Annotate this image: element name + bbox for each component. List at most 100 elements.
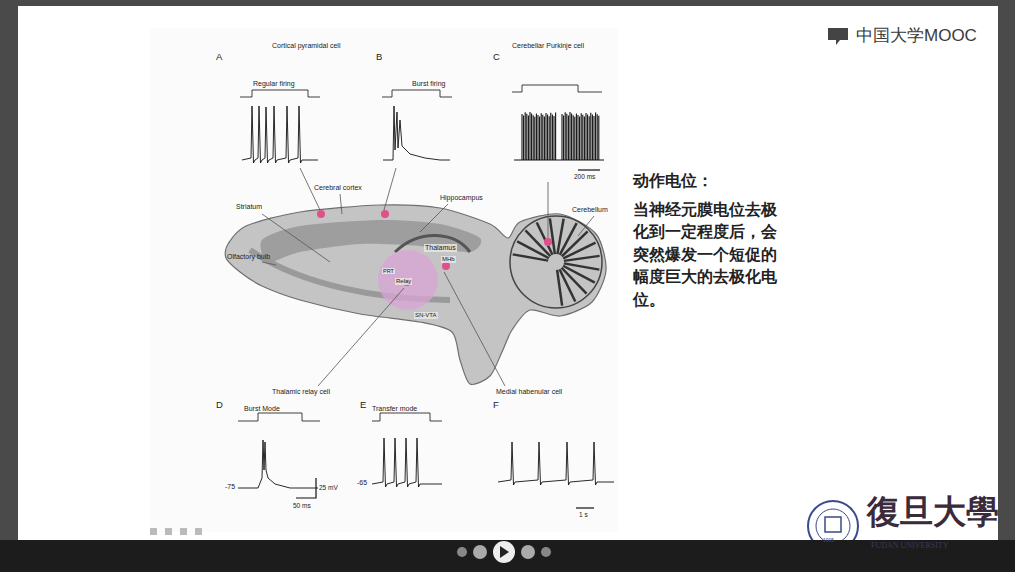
voltage-trace <box>576 113 577 160</box>
scale-bar <box>578 169 600 170</box>
region-label: Cerebellum <box>572 206 608 214</box>
region-label: Olfactory bulb <box>227 253 270 261</box>
voltage-trace <box>553 116 554 160</box>
figure-ground <box>150 28 618 532</box>
white-matter <box>260 220 481 262</box>
scale-label: 200 ms <box>574 173 595 180</box>
figure-title: Cortical pyramidal cell <box>272 42 340 50</box>
voltage-trace <box>536 113 537 160</box>
voltage-trace <box>544 116 545 160</box>
voltage-trace <box>585 113 586 160</box>
voltage-trace <box>539 117 540 160</box>
brain-section <box>225 205 606 385</box>
voltage-trace <box>598 116 599 160</box>
recording-site <box>544 238 552 246</box>
scale-label: 50 ms <box>293 502 311 509</box>
cerebellar-folium <box>557 270 562 306</box>
voltage-trace <box>579 117 580 160</box>
voltage-trace <box>545 113 546 160</box>
command-step <box>238 413 320 421</box>
voltage-trace <box>590 113 591 160</box>
region-label: Relay <box>395 278 412 285</box>
recording-site <box>381 210 389 218</box>
voltage-trace <box>521 114 522 160</box>
voltage-trace <box>561 114 562 160</box>
voltage-trace <box>383 106 450 160</box>
voltage-trace <box>542 115 543 160</box>
voltage-trace <box>523 116 524 160</box>
voltage-trace <box>531 114 532 160</box>
voltage-trace <box>565 112 566 160</box>
voltage-label: -65 <box>357 479 367 487</box>
voltage-trace <box>569 112 570 160</box>
recording-site <box>317 210 325 218</box>
voltage-trace <box>498 442 614 485</box>
region-label: Striatum <box>236 203 262 211</box>
panel-letter: C <box>493 52 500 62</box>
scale-label: 1 s <box>579 511 588 518</box>
university-seal <box>816 509 850 543</box>
command-step <box>240 90 320 97</box>
voltage-trace <box>537 115 538 160</box>
voltage-trace <box>584 116 585 160</box>
slide-heading: 动作电位： <box>633 172 713 189</box>
panel-letter: D <box>216 400 223 410</box>
pen-tools <box>150 528 202 535</box>
voltage-trace <box>552 114 553 160</box>
voltage-trace <box>593 116 594 160</box>
cell-label: Thalamic relay cell <box>272 388 330 396</box>
thalamus-highlight <box>378 250 438 310</box>
voltage-trace <box>592 114 593 160</box>
region-label: MHb <box>441 256 456 263</box>
platform-logo: 中国大学MOOC <box>856 27 977 46</box>
region-label: PRT <box>382 268 395 274</box>
cerebellar-folium <box>550 218 555 254</box>
brain-outline <box>225 205 606 385</box>
trace-label: Transfer mode <box>372 405 417 413</box>
command-step <box>372 413 442 421</box>
scale-bar <box>296 478 316 498</box>
university-name-en: FUDAN UNIVERSITY <box>871 542 949 551</box>
region-label: Cerebral cortex <box>314 184 362 192</box>
voltage-trace <box>595 113 596 160</box>
voltage-trace <box>242 106 318 163</box>
university-seal <box>825 517 841 532</box>
leader-lines <box>262 168 594 386</box>
voltage-trace <box>541 113 542 160</box>
voltage-trace <box>587 115 588 160</box>
cell-label: Medial habenular cell <box>496 388 562 396</box>
voltage-trace <box>566 114 567 160</box>
cerebellum-outline <box>510 216 602 308</box>
region-label: Hippocampus <box>440 194 483 202</box>
voltage-trace <box>563 116 564 160</box>
voltage-trace <box>529 112 530 160</box>
seal-year: 1905 <box>823 538 834 544</box>
panel-letter: B <box>376 52 382 62</box>
voltage-trace <box>555 113 556 160</box>
panel-letter: E <box>360 400 366 410</box>
voltage-trace <box>547 115 548 160</box>
recording-site <box>442 262 450 270</box>
trace-label: Burst firing <box>412 80 445 88</box>
command-step <box>382 90 452 97</box>
university-name: 復旦大學 <box>867 494 999 530</box>
voltage-trace <box>589 116 590 160</box>
voltage-trace <box>526 114 527 160</box>
panel-letter: F <box>493 400 499 410</box>
voltage-trace <box>581 113 582 160</box>
cerebellar-folium <box>564 256 600 261</box>
voltage-trace <box>582 115 583 160</box>
trace-label: Burst Mode <box>244 405 280 413</box>
voltage-trace <box>514 160 604 161</box>
mooc-icon <box>828 28 848 45</box>
scale-label: 25 mV <box>319 484 338 491</box>
slide-body: 当神经元膜电位去极化到一定程度后，会突然爆发一个短促的幅度巨大的去极化电位。 <box>633 199 782 311</box>
hippocampus-arc <box>395 235 470 252</box>
voltage-trace <box>528 115 529 160</box>
scale-bar <box>576 507 594 508</box>
command-step <box>512 85 602 92</box>
voltage-trace <box>372 438 442 487</box>
voltage-trace <box>550 113 551 160</box>
